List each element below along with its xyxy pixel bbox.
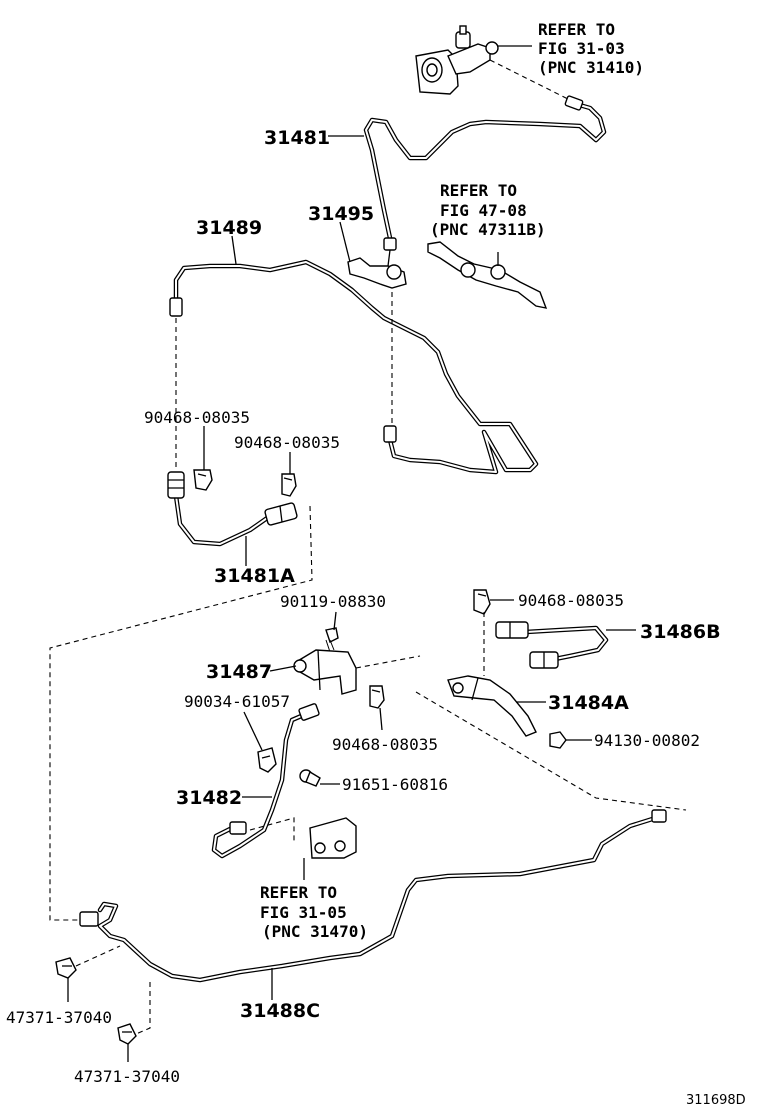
- clip-90468-d: [369, 685, 385, 709]
- dash-clamp-a: [75, 945, 121, 967]
- leader-90468-d: [379, 707, 383, 731]
- label-31489: 31489: [196, 217, 262, 239]
- label-90119: 90119-08830: [280, 592, 386, 611]
- dash-clamp-b: [135, 982, 151, 1035]
- ref-31-05-line3: (PNC 31470): [262, 922, 368, 941]
- tube-31481: [363, 95, 607, 251]
- clamp-47371-b: [117, 1023, 137, 1045]
- label-91651: 91651-60816: [342, 775, 448, 794]
- bracket-47-08: [427, 241, 548, 309]
- ref-31-05-line2: FIG 31-05: [260, 903, 347, 922]
- dash-frame-right: [415, 691, 687, 811]
- tube-31489: [169, 259, 539, 475]
- reservoir-31-05: [309, 817, 357, 859]
- leader-90034: [243, 711, 263, 751]
- ref-47-08-line1: REFER TO: [440, 181, 517, 200]
- label-90034: 90034-61057: [184, 692, 290, 711]
- label-90468-d: 90468-08035: [332, 735, 438, 754]
- ref-47-08-line2: FIG 47-08: [440, 201, 527, 220]
- hose-31486B: [495, 621, 609, 669]
- ref-fig-31-05: REFER TO FIG 31-05 (PNC 31470): [260, 883, 368, 941]
- leader-master-cylinder: [489, 59, 571, 101]
- label-31484A: 31484A: [548, 692, 629, 714]
- clamp-47371-a: [55, 957, 77, 979]
- bracket-31487: [293, 649, 357, 695]
- diagram-id: 311698D: [686, 1093, 746, 1108]
- label-31495: 31495: [308, 203, 374, 225]
- dash-31482-reservoir: [249, 817, 295, 842]
- label-90468-b: 90468-08035: [234, 433, 340, 452]
- bolt-91651: [299, 769, 321, 787]
- leader-31495: [339, 221, 351, 263]
- label-94130: 94130-00802: [594, 731, 700, 750]
- label-31481: 31481: [264, 127, 330, 149]
- clip-90468-c: [473, 589, 491, 615]
- hose-31481A: [167, 471, 298, 547]
- leader-31489: [231, 235, 237, 265]
- master-cylinder-part: [415, 25, 532, 95]
- label-31488C: 31488C: [240, 1000, 320, 1022]
- label-31482: 31482: [176, 787, 242, 809]
- leader-31487: [269, 665, 297, 672]
- label-31486B: 31486B: [640, 621, 721, 643]
- label-47371-a: 47371-37040: [6, 1008, 112, 1027]
- tube-31488C: [79, 809, 667, 983]
- ref-47-08-line3: (PNC 47311B): [430, 220, 546, 239]
- tube-31482: [211, 703, 320, 859]
- leader-90119: [333, 611, 337, 631]
- label-47371-b: 47371-37040: [74, 1067, 180, 1086]
- bracket-31484A: [447, 675, 537, 737]
- label-90468-a: 90468-08035: [144, 408, 250, 427]
- dash-frame-left: [49, 505, 313, 921]
- label-90468-c: 90468-08035: [518, 591, 624, 610]
- label-31481A: 31481A: [214, 565, 295, 587]
- nut-94130: [549, 731, 567, 749]
- label-31487: 31487: [206, 661, 272, 683]
- bracket-31495: [347, 249, 407, 289]
- ref-31-03-line1: REFER TO: [538, 20, 615, 39]
- ref-31-03-line3: (PNC 31410): [538, 58, 644, 77]
- dash-31487-31486B: [355, 655, 421, 669]
- ref-31-03-line2: FIG 31-03: [538, 39, 625, 58]
- clip-90468-a: [193, 469, 213, 491]
- clip-90468-b: [281, 473, 297, 497]
- ref-fig-47-08: REFER TO FIG 47-08 (PNC 47311B): [430, 181, 546, 239]
- bolt-90119: [325, 627, 339, 653]
- ref-fig-31-03: REFER TO FIG 31-03 (PNC 31410): [538, 20, 644, 77]
- clip-90034: [257, 747, 277, 773]
- ref-31-05-line1: REFER TO: [260, 883, 337, 902]
